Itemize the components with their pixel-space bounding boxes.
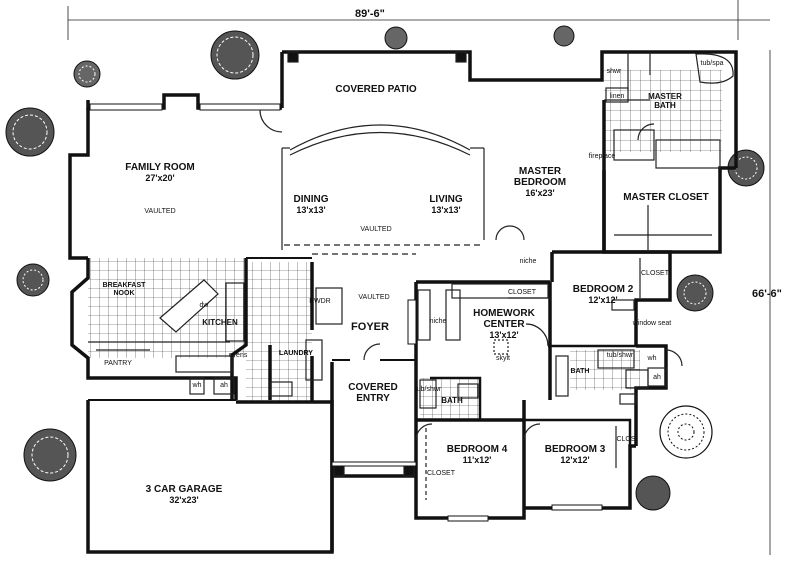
windows xyxy=(89,103,603,522)
laundry-label: LAUNDRY xyxy=(279,350,313,357)
tree-icon xyxy=(73,60,101,88)
closet-b4-note: CLOSET xyxy=(426,470,456,477)
tub-shwr-note-1: tub/shwr xyxy=(414,386,442,393)
tile-floors xyxy=(88,70,722,418)
ovens-note: ovens xyxy=(228,352,248,359)
wh-note-2: wh xyxy=(647,355,657,362)
pantry-note: PANTRY xyxy=(104,360,132,367)
master-bath-label: MASTER BATH xyxy=(648,92,682,110)
skylt-note: skylt xyxy=(496,355,510,362)
ah-note-2: ah xyxy=(653,374,661,381)
dimension-lines xyxy=(67,0,771,555)
tree-icon xyxy=(210,30,260,80)
closet-hw-note: CLOSET xyxy=(507,289,537,296)
breakfast-nook-label: BREAKFAST NOOK xyxy=(102,282,146,297)
tree-icon xyxy=(676,274,714,312)
tree-icon xyxy=(5,107,55,157)
shwr-note: shwr xyxy=(606,68,622,75)
niche-note-2: niche xyxy=(429,318,447,325)
landscape-trees xyxy=(5,25,765,511)
tree-icon xyxy=(16,263,50,297)
tub-shwr-note-2: tub/shwr xyxy=(606,352,634,359)
kitchen-label: KITCHEN xyxy=(202,318,238,327)
tree-icon xyxy=(553,25,575,47)
window-seat-note: window seat xyxy=(632,320,672,327)
tree-icon xyxy=(659,405,713,459)
master-closet-label: MASTER CLOSET xyxy=(623,192,709,203)
foyer-label: FOYER xyxy=(351,321,389,333)
niche-note-1: niche xyxy=(519,258,537,265)
covered-patio-label: COVERED PATIO xyxy=(335,84,417,95)
linen-note: linen xyxy=(609,93,625,100)
overall-depth: 66'-6" xyxy=(752,288,782,300)
fireplace-note: fireplace xyxy=(588,153,616,160)
interior-lines xyxy=(88,51,734,500)
pwdr-note: PWDR xyxy=(309,298,331,305)
vaulted-foyer-note: VAULTED xyxy=(358,294,390,301)
vaulted-center-note: VAULTED xyxy=(360,226,392,233)
tree-icon xyxy=(23,428,77,482)
bath-label: BATH xyxy=(441,396,463,405)
overall-width: 89'-6" xyxy=(355,8,385,20)
vaulted-family-note: VAULTED xyxy=(144,208,176,215)
covered-entry-label: COVERED ENTRY xyxy=(348,382,398,404)
dw-note: dw xyxy=(199,302,209,309)
tub-spa-note: tub/spa xyxy=(700,60,724,67)
ah-note-1: ah xyxy=(220,382,228,389)
closet-b2-note: CLOSET xyxy=(640,270,670,277)
clos-b3-note: CLOS xyxy=(616,436,636,443)
tree-icon xyxy=(384,26,408,50)
bath2-label: BATH xyxy=(570,368,590,375)
wh-note-1: wh xyxy=(192,382,202,389)
tree-icon xyxy=(635,475,671,511)
